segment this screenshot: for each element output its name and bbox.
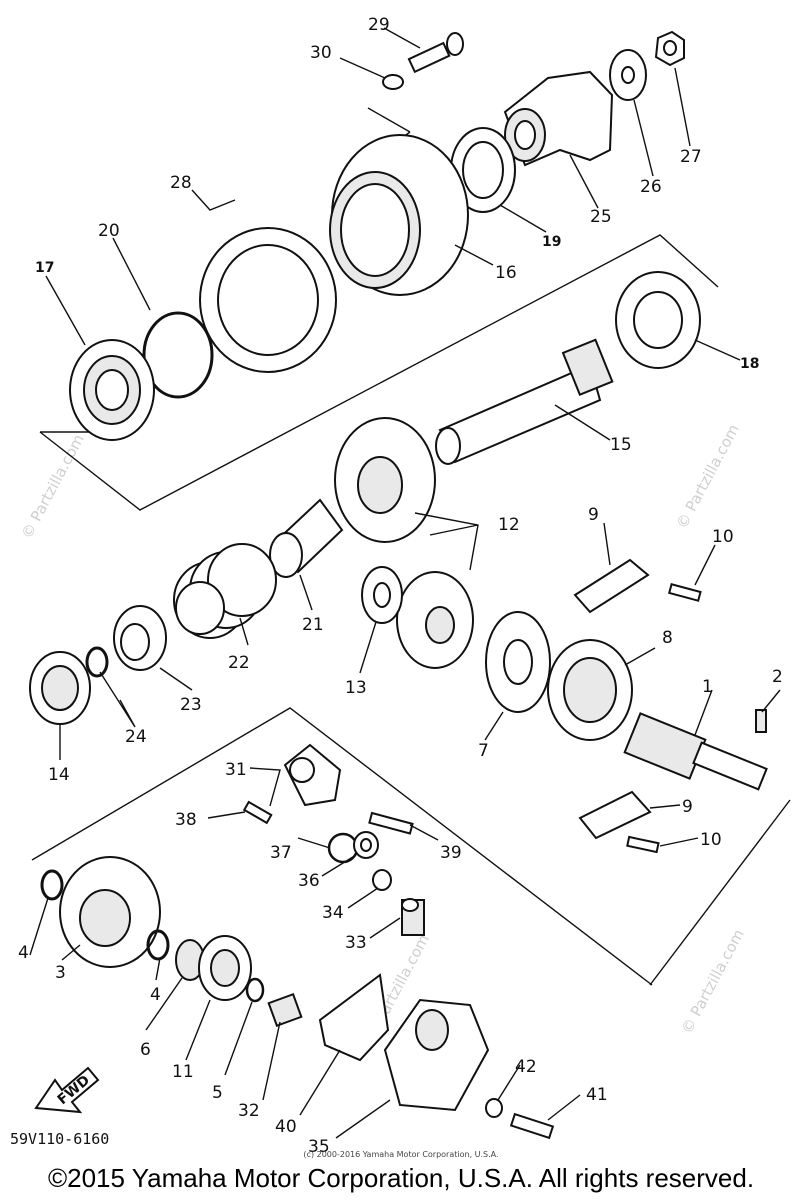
part-number-labels: 1 2 3 4 4 5 6 7 8 9 9 10 10 11 12 13 14 … [18,15,783,1157]
diagram-code: 59V110-6160 [10,1130,110,1148]
part-25-yoke [503,70,614,167]
part-41-bolt [509,1112,555,1140]
part-7-shim [485,611,551,713]
part-35-case [383,998,490,1112]
part-1-pinion-gear [623,712,768,791]
label-36: 36 [298,871,320,891]
part-32-gear [267,992,303,1028]
label-28: 28 [170,173,192,193]
label-9a: 9 [588,505,599,525]
label-42: 42 [515,1057,537,1077]
label-40: 40 [275,1117,297,1137]
label-33: 33 [345,933,367,953]
label-32: 32 [238,1101,260,1121]
part-22-spring [173,543,277,639]
fwd-arrow-icon: FWD [34,1066,100,1114]
label-34: 34 [322,903,344,923]
label-35: 35 [308,1137,330,1157]
part-14-bearing [29,651,91,725]
label-10a: 10 [712,527,734,547]
label-37: 37 [270,843,292,863]
label-1: 1 [702,677,713,697]
watermark-right-top: © Partzilla.com [673,421,743,532]
label-4b: 4 [150,985,161,1005]
part-11-bearing [198,935,252,1001]
label-41: 41 [586,1085,608,1105]
label-15: 15 [610,435,632,455]
label-27: 27 [680,147,702,167]
label-29: 29 [368,15,390,35]
label-22: 22 [228,653,250,673]
label-9b: 9 [682,797,693,817]
part-17-bearing [69,339,155,441]
label-20: 20 [98,221,120,241]
label-21: 21 [302,615,324,635]
part-37-o-ring [327,832,359,864]
label-18: 18 [740,356,759,372]
part-19-oil-seal [450,127,516,213]
part-4-circlip-2 [146,929,170,961]
part-26-washer [609,49,647,101]
label-3: 3 [55,963,66,983]
part-8-bearing [547,639,633,741]
label-10b: 10 [700,830,722,850]
part-24-circlip [85,646,109,678]
label-31: 31 [225,760,247,780]
label-4a: 4 [18,943,29,963]
label-38: 38 [175,810,197,830]
part-38-screw [242,800,273,825]
part-42-washer [485,1098,503,1118]
part-30-washer [382,74,404,90]
part-16-bearing-housing [329,134,469,296]
copyright-footer: ©2015 Yamaha Motor Corporation, U.S.A. A… [47,1163,755,1193]
label-39: 39 [440,843,462,863]
part-2-pin [755,709,767,733]
small-copyright-text: (c) 2000-2016 Yamaha Motor Corporation, … [303,1150,499,1159]
part-20-o-ring [142,311,214,399]
part-23-collar [113,605,167,671]
watermark-right-bottom: © Partzilla.com [678,926,748,1037]
part-29-bolt [407,32,464,74]
watermark-left: © Partzilla.com [18,431,88,542]
label-5: 5 [212,1083,223,1103]
label-26: 26 [640,177,662,197]
part-40-gasket [318,973,390,1062]
label-12: 12 [498,515,520,535]
part-10-screw [626,583,702,854]
part-9-plate [573,558,652,840]
label-2: 2 [772,667,783,687]
part-5-clip [245,977,265,1003]
part-15-drive-shaft [435,338,614,465]
part-31-housing [283,743,342,807]
label-25: 25 [590,207,612,227]
label-6: 6 [140,1040,151,1060]
part-13-seal [361,566,403,624]
label-19: 19 [542,234,561,250]
label-13: 13 [345,678,367,698]
label-11: 11 [172,1062,194,1082]
label-8: 8 [662,628,673,648]
leader-lines [29,27,781,1139]
label-23: 23 [180,695,202,715]
part-34-washer [372,869,392,891]
part-36-washer [353,831,379,859]
label-7: 7 [478,741,489,761]
label-17: 17 [35,260,54,276]
part-18-retainer [615,271,701,369]
part-4-circlip [40,869,64,901]
part-21-sleeve [269,498,344,578]
part-27-nut [654,30,685,67]
part-3-gear [59,856,161,968]
label-30: 30 [310,43,332,63]
label-16: 16 [495,263,517,283]
part-33-driven-gear [401,898,425,936]
label-24: 24 [125,727,147,747]
part-12-bevel-gear [334,417,474,669]
part-39-bolt [368,811,414,835]
part-28-gasket [199,227,337,373]
label-14: 14 [48,765,70,785]
